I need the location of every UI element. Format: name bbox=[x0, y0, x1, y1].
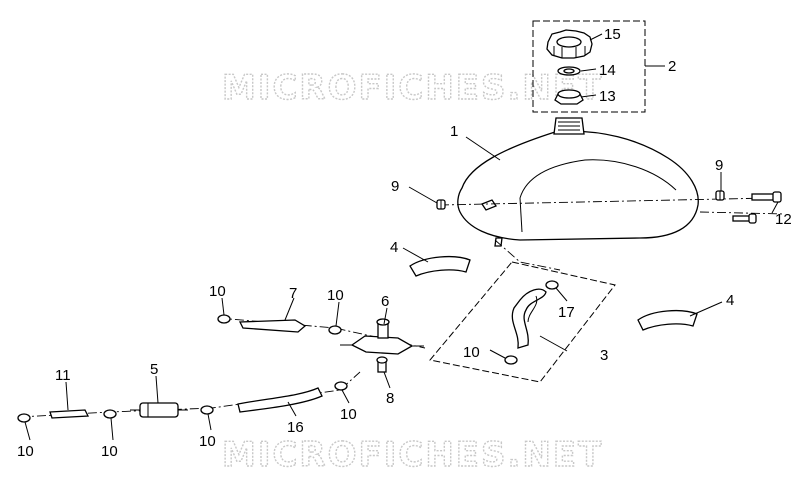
cap-strainer bbox=[554, 89, 584, 105]
valve-screw bbox=[376, 356, 388, 373]
callout-hose-7: 7 bbox=[289, 285, 297, 302]
callout-gasket: 14 bbox=[599, 62, 616, 79]
callout-clamp-5: 10 bbox=[101, 443, 118, 460]
callout-hose-11: 11 bbox=[55, 367, 71, 384]
fuel-filter bbox=[130, 402, 188, 418]
hose-clamp-upper-right bbox=[328, 325, 342, 335]
hose-clamp-lower-3 bbox=[200, 405, 214, 415]
callout-hose-16: 16 bbox=[287, 419, 304, 436]
watermark-bottom: MICROFICHES.NET bbox=[222, 435, 603, 475]
breather-hose bbox=[511, 288, 547, 349]
tank-pad-right bbox=[637, 309, 698, 331]
cap-assembly-box bbox=[532, 20, 646, 113]
callout-clamp-4: 10 bbox=[17, 443, 34, 460]
callout-grommet-left: 9 bbox=[391, 178, 399, 195]
grommet-right bbox=[715, 190, 725, 201]
fuel-tank bbox=[457, 117, 699, 247]
callout-screw: 8 bbox=[386, 390, 394, 407]
callout-clamp-1: 10 bbox=[209, 283, 226, 300]
callout-cap-assembly: 2 bbox=[668, 58, 676, 75]
fuel-hose-7 bbox=[238, 319, 307, 333]
callout-clamp-7: 10 bbox=[340, 406, 357, 423]
callout-clamp-6: 10 bbox=[199, 433, 216, 450]
callout-clamp-2: 10 bbox=[327, 287, 344, 304]
callout-tank: 1 bbox=[450, 123, 458, 140]
bolt-centerline bbox=[699, 211, 786, 215]
cap-gasket bbox=[557, 66, 581, 76]
breather-hose-box bbox=[429, 261, 616, 383]
watermark-top: MICROFICHES.NET bbox=[222, 68, 603, 108]
grommet-left bbox=[436, 199, 446, 210]
leader-lines bbox=[24, 33, 779, 441]
callout-bolt: 12 bbox=[775, 211, 792, 228]
callout-breather-assembly: 3 bbox=[600, 347, 608, 364]
callout-pad-right: 4 bbox=[726, 292, 734, 309]
callout-clamp-3: 10 bbox=[463, 344, 480, 361]
bolt-lower bbox=[732, 213, 757, 224]
fuel-hose-16 bbox=[237, 387, 323, 413]
hose-clamp-upper-left bbox=[217, 314, 231, 324]
fuel-cap bbox=[546, 29, 593, 59]
fuel-hose-11 bbox=[49, 409, 90, 419]
hose-clamp-lower-1 bbox=[17, 413, 31, 423]
tank-pad-left bbox=[409, 256, 471, 277]
tank-centerline bbox=[439, 197, 771, 206]
breather-clamp-bottom bbox=[504, 355, 518, 365]
bolt-upper bbox=[751, 191, 782, 203]
fuel-valve bbox=[340, 318, 424, 355]
callout-strainer: 13 bbox=[599, 88, 616, 105]
hose-clamp-lower-4 bbox=[334, 381, 348, 391]
hose-clamp-lower-2 bbox=[103, 409, 117, 419]
callout-filter: 5 bbox=[150, 361, 158, 378]
callout-valve: 6 bbox=[381, 293, 389, 310]
callout-breather-hose: 17 bbox=[558, 304, 575, 321]
breather-clamp-top bbox=[545, 280, 559, 290]
callout-pad-left: 4 bbox=[390, 239, 398, 256]
callout-grommet-right: 9 bbox=[715, 157, 723, 174]
callout-cap: 15 bbox=[604, 26, 621, 43]
